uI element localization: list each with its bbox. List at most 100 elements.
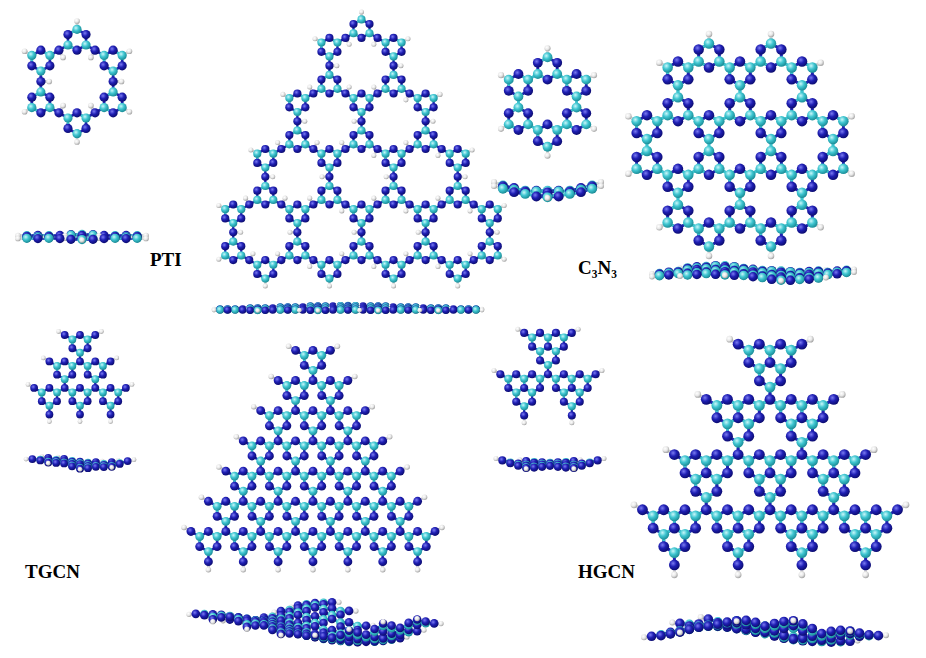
nitrogen-atom xyxy=(237,214,245,222)
carbon-atom xyxy=(422,219,430,227)
nitrogen-atom xyxy=(373,89,381,97)
nitrogen-atom xyxy=(552,136,562,146)
carbon-atom xyxy=(520,189,530,199)
nitrogen-atom xyxy=(122,234,131,243)
carbon-atom xyxy=(381,261,389,269)
carbon-atom xyxy=(486,237,494,245)
carbon-atom xyxy=(333,150,341,158)
hydrogen-atom xyxy=(498,72,504,78)
hydrogen-atom xyxy=(438,92,443,97)
nitrogen-atom xyxy=(454,173,462,181)
nitrogen-atom xyxy=(261,200,269,208)
nitrogen-atom xyxy=(317,187,325,195)
carbon-atom xyxy=(285,251,293,259)
nitrogen-atom xyxy=(373,256,381,264)
nitrogen-atom xyxy=(325,173,333,181)
hydrogen-atom xyxy=(463,174,468,179)
nitrogen-atom xyxy=(33,234,42,243)
nitrogen-atom xyxy=(389,173,397,181)
carbon-atom xyxy=(317,196,325,204)
nitrogen-atom xyxy=(36,46,45,55)
nitrogen-atom xyxy=(301,103,309,111)
nitrogen-atom xyxy=(109,46,118,55)
nitrogen-atom xyxy=(414,242,422,250)
nitrogen-atom xyxy=(373,145,381,153)
nitrogen-atom xyxy=(341,34,349,42)
nitrogen-atom xyxy=(450,306,458,314)
carbon-atom xyxy=(349,140,357,148)
carbon-atom xyxy=(543,142,553,152)
hydrogen-atom xyxy=(297,308,302,313)
nitrogen-atom xyxy=(285,103,293,111)
nitrogen-atom xyxy=(285,131,293,139)
hydrogen-atom xyxy=(22,48,28,54)
carbon-atom xyxy=(349,29,357,37)
hydrogen-atom xyxy=(544,45,550,51)
nitrogen-atom xyxy=(389,306,397,314)
nitrogen-atom xyxy=(269,159,277,167)
hydrogen-atom xyxy=(436,308,441,313)
carbon-atom xyxy=(357,126,365,134)
nitrogen-atom xyxy=(246,306,254,314)
nitrogen-atom xyxy=(533,58,543,68)
hydrogen-atom xyxy=(270,174,275,179)
carbon-atom xyxy=(133,234,142,243)
nitrogen-atom xyxy=(422,200,430,208)
nitrogen-atom xyxy=(576,187,586,197)
nitrogen-atom xyxy=(45,93,54,102)
carbon-atom xyxy=(543,52,553,62)
carbon-atom xyxy=(253,150,261,158)
nitrogen-atom xyxy=(470,256,478,264)
nitrogen-atom xyxy=(307,306,315,314)
carbon-atom xyxy=(478,205,486,213)
carbon-atom xyxy=(462,150,470,158)
hydrogen-atom xyxy=(403,251,408,256)
nitrogen-atom xyxy=(381,187,389,195)
nitrogen-atom xyxy=(239,306,247,314)
nitrogen-atom xyxy=(293,117,301,125)
nitrogen-atom xyxy=(381,48,389,56)
carbon-atom xyxy=(72,25,81,34)
nitrogen-atom xyxy=(422,228,430,236)
carbon-atom xyxy=(365,140,373,148)
carbon-atom xyxy=(478,251,486,259)
carbon-atom xyxy=(572,103,582,113)
carbon-atom xyxy=(261,182,269,190)
carbon-atom xyxy=(581,75,591,85)
side-view xyxy=(212,302,485,314)
nitrogen-atom xyxy=(414,214,422,222)
carbon-atom xyxy=(293,219,301,227)
carbon-atom xyxy=(118,51,127,60)
carbon-atom xyxy=(504,75,514,85)
hydrogen-atom xyxy=(280,92,285,97)
hydrogen-atom xyxy=(22,109,28,115)
hydrogen-atom xyxy=(339,251,344,256)
carbon-atom xyxy=(504,119,514,129)
nitrogen-atom xyxy=(325,62,333,70)
nitrogen-atom xyxy=(349,131,357,139)
nitrogen-atom xyxy=(398,48,406,56)
hydrogen-atom xyxy=(371,42,376,47)
top-view xyxy=(216,9,506,288)
nitrogen-atom xyxy=(118,61,127,70)
carbon-atom xyxy=(63,113,72,122)
carbon-atom xyxy=(317,150,325,158)
hydrogen-atom xyxy=(398,63,403,68)
carbon-atom xyxy=(337,306,345,314)
carbon-atom xyxy=(285,205,293,213)
carbon-atom xyxy=(422,108,430,116)
nitrogen-atom xyxy=(333,48,341,56)
nitrogen-atom xyxy=(382,306,390,314)
hydrogen-atom xyxy=(302,119,307,124)
carbon-atom xyxy=(446,196,454,204)
hydrogen-atom xyxy=(74,18,80,24)
hydrogen-atom xyxy=(491,183,497,189)
nitrogen-atom xyxy=(389,34,397,42)
hydrogen-atom xyxy=(334,63,339,68)
nitrogen-atom xyxy=(118,93,127,102)
top-view xyxy=(498,45,597,158)
hydrogen-atom xyxy=(435,153,440,158)
nitrogen-atom xyxy=(277,145,285,153)
hydrogen-atom xyxy=(403,208,408,213)
hydrogen-atom xyxy=(60,103,66,109)
